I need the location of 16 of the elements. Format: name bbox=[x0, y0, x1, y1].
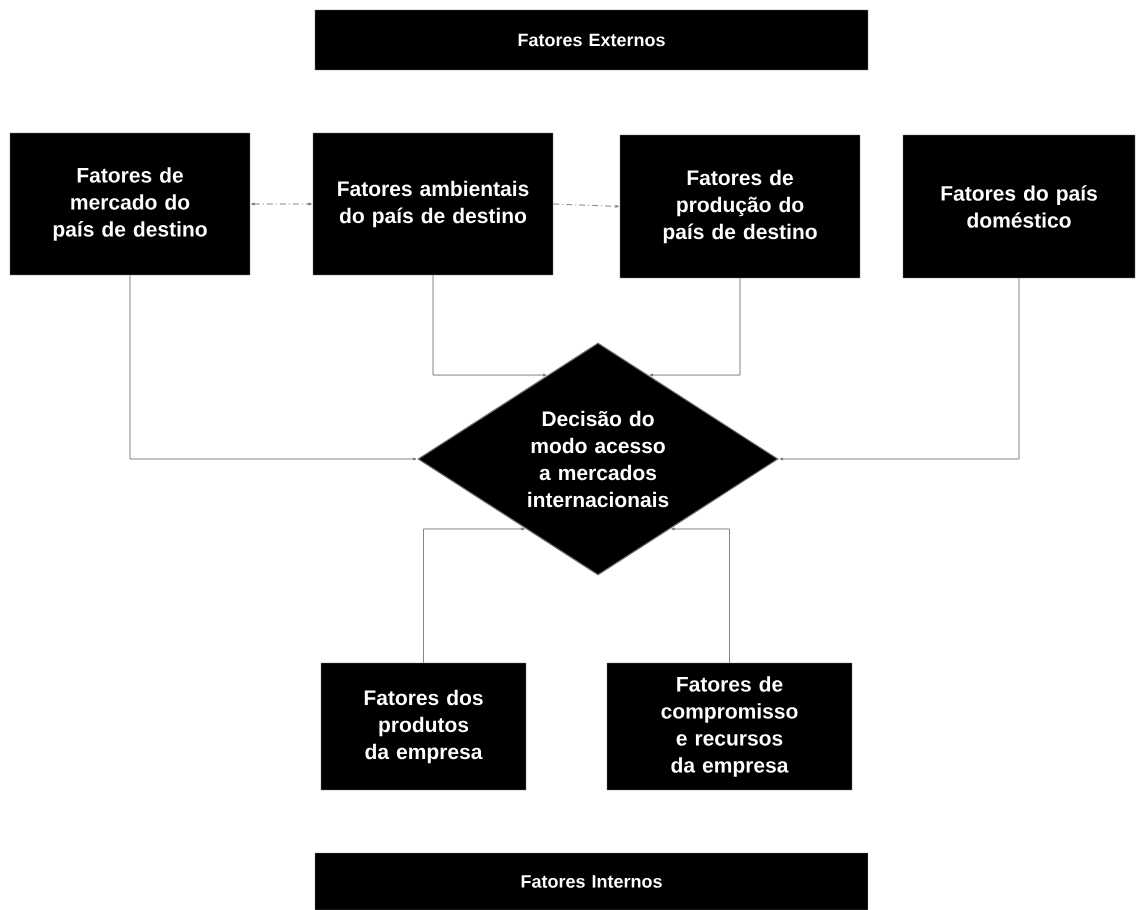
arrow bbox=[649, 277, 741, 377]
process-box: Fatores ambientais do país de destino bbox=[312, 132, 554, 276]
process-box: Fatores de mercado do país de destino bbox=[9, 132, 251, 276]
process-box: Fatores do país doméstico bbox=[902, 134, 1136, 279]
arrow bbox=[779, 277, 1020, 461]
arrow bbox=[552, 203, 619, 208]
arrow bbox=[432, 274, 547, 377]
arrow bbox=[423, 527, 525, 664]
arrow bbox=[129, 274, 417, 461]
process-box: Fatores de compromisso e recursos da empresa bbox=[606, 662, 853, 791]
arrow bbox=[671, 527, 730, 664]
process-box: Fatores de produção do país de destino bbox=[619, 134, 861, 279]
arrow bbox=[251, 202, 312, 206]
heading-bar: Fatores Externos bbox=[314, 9, 869, 71]
heading-bar: Fatores Internos bbox=[314, 852, 869, 910]
process-box: Fatores dos produtos da empresa bbox=[320, 662, 527, 791]
